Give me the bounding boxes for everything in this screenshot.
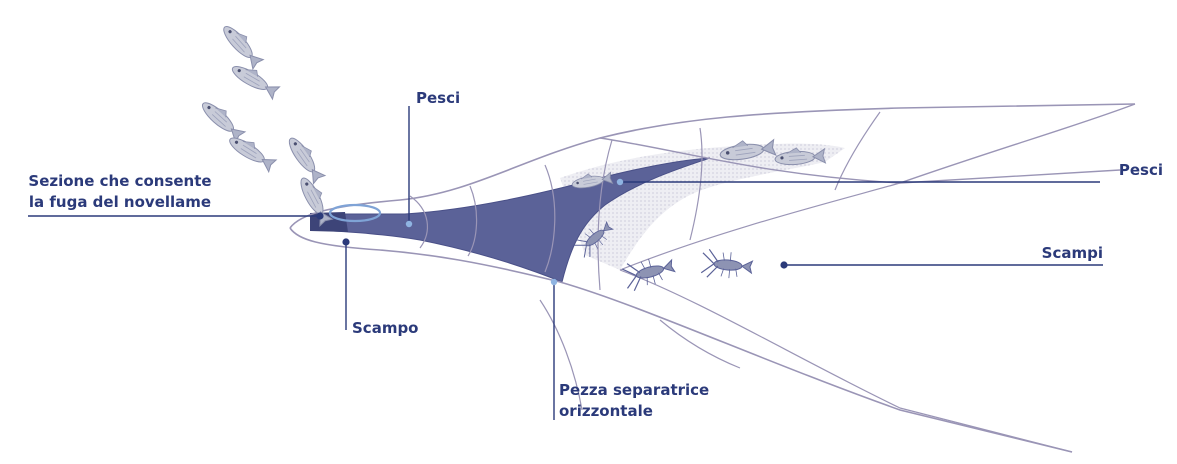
marker-fish-top [406,221,412,227]
marker-langoustine [342,238,349,245]
label-langoustine: Scampo [352,318,419,339]
fish-icon [219,20,265,69]
cod-end [310,212,348,232]
label-separator-line2: orizzontale [559,401,709,422]
label-escape-section: Sezione che consente la fuga del novella… [6,171,234,213]
marker-escape-section [316,212,323,219]
label-escape-section-line2: la fuga del novellame [6,192,234,213]
marker-fish-right [617,179,623,185]
marker-separator [551,279,557,285]
label-fish-right: Pesci [1060,160,1163,181]
marker-langoustines [780,261,787,268]
fish-icon [285,133,328,184]
langoustine-icon [701,249,753,281]
net-body [290,104,1135,452]
label-langoustines: Scampi [1000,243,1103,264]
fish-icon [198,96,247,142]
label-fish-top: Pesci [416,88,460,109]
label-separator: Pezza separatrice orizzontale [559,380,709,422]
label-separator-line1: Pezza separatrice [559,380,709,401]
label-escape-section-line1: Sezione che consente [6,171,234,192]
